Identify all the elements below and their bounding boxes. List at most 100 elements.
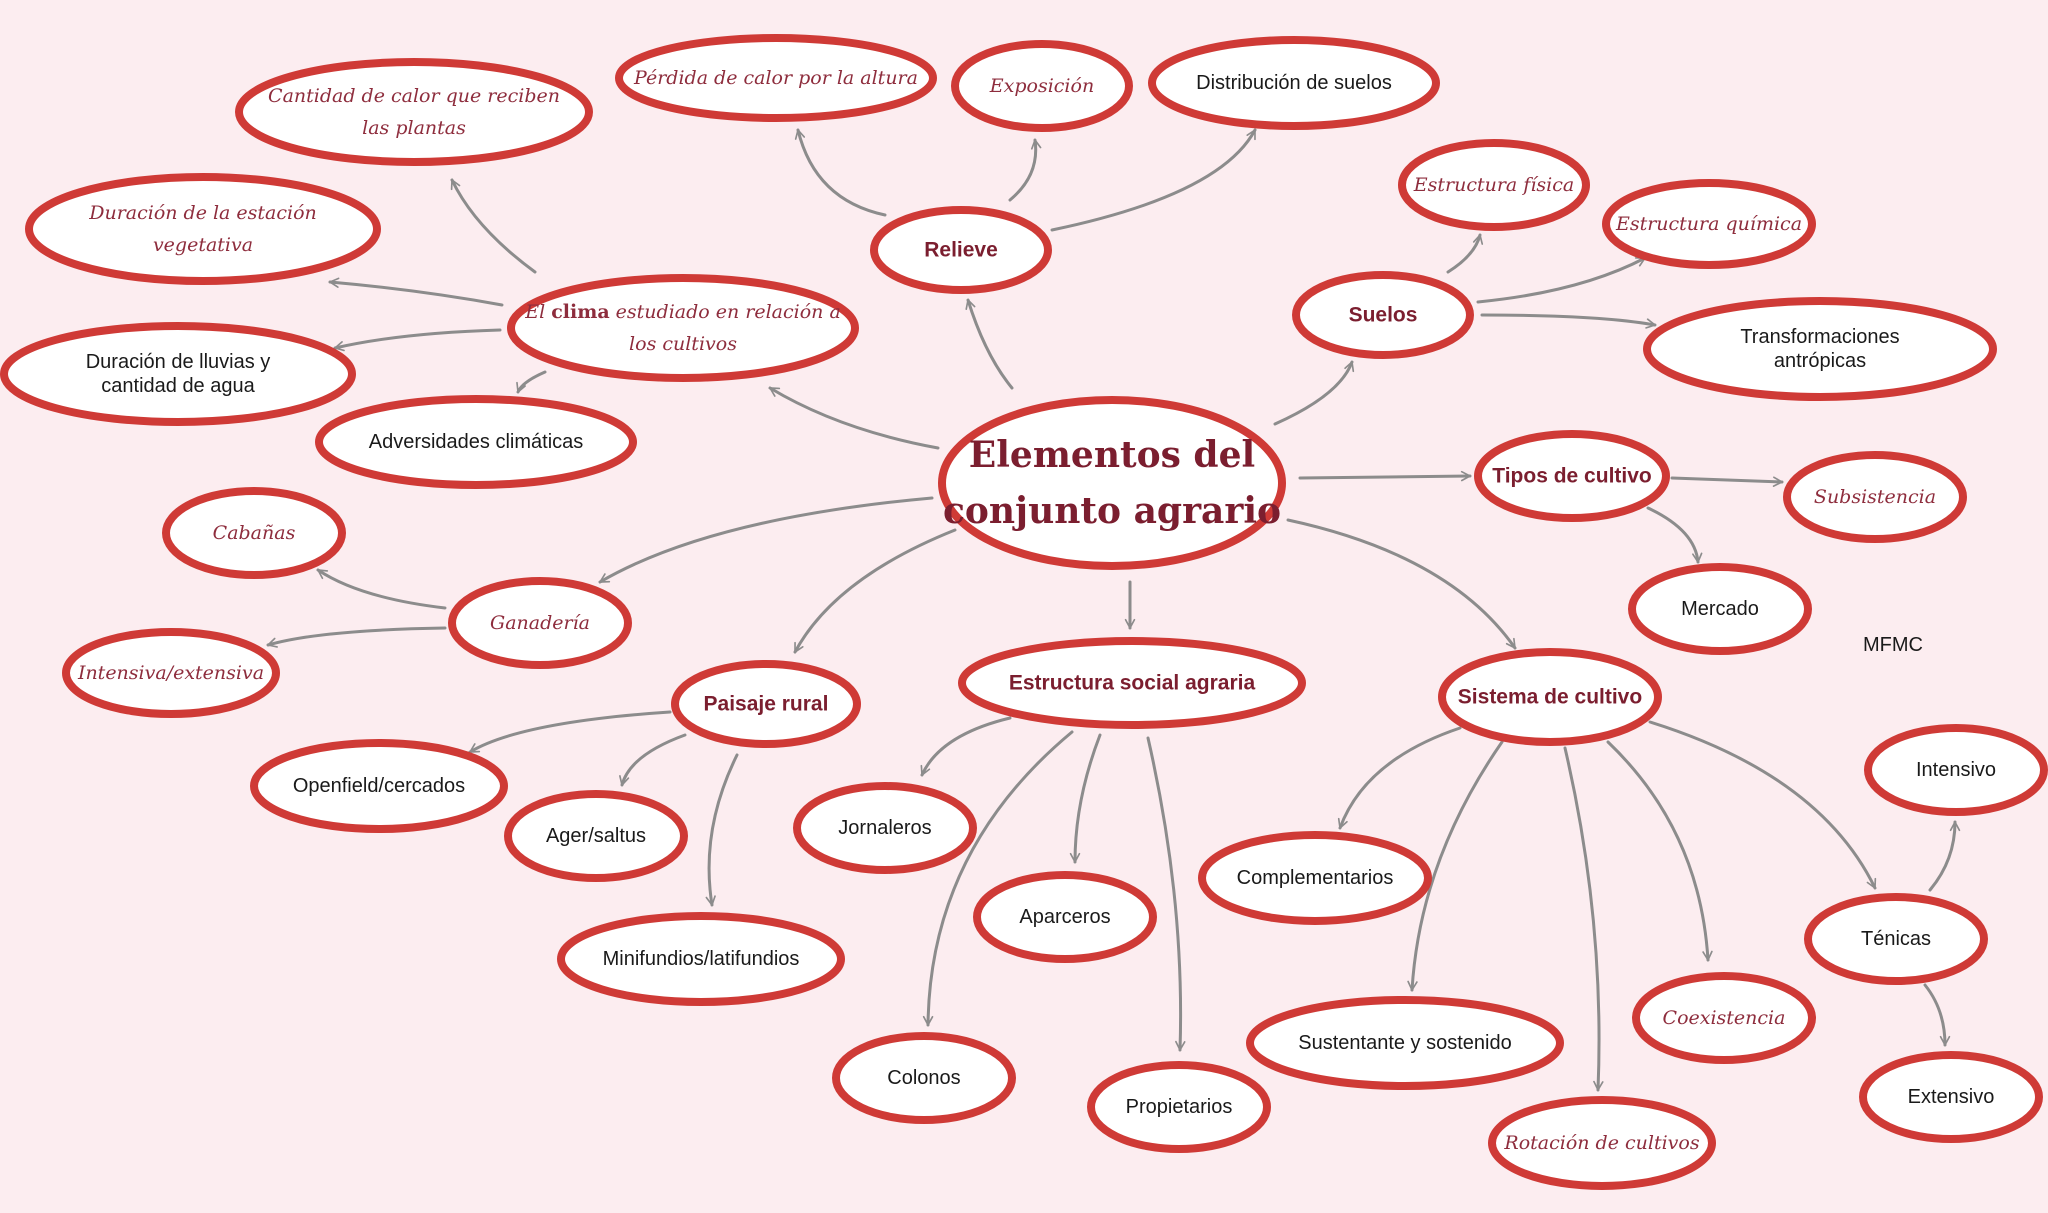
arrow-social-colonos — [922, 730, 1074, 1027]
node-ellipse — [1438, 648, 1662, 746]
node-ellipse — [1198, 831, 1432, 925]
arrow-relieve-exposicion — [1008, 138, 1042, 202]
node-ellipse — [615, 34, 937, 122]
node-duracion-estacion: Duración de la estación vegetativa — [25, 173, 381, 285]
node-ellipse — [1474, 430, 1670, 522]
node-ellipse — [671, 660, 861, 748]
arrow-tipos-subsistencia — [1670, 476, 1784, 487]
arrow-center-clima — [768, 386, 940, 450]
node-ellipse — [1859, 1051, 2043, 1143]
arrow-paisaje-ager — [619, 733, 687, 787]
connector-arrows — [266, 128, 1961, 1092]
node-ager: Ager/saltus — [504, 790, 688, 882]
node-label-line: Mercado — [1681, 598, 1759, 620]
node-ellipse — [1246, 996, 1564, 1090]
node-aparceros: Aparceros — [973, 871, 1157, 963]
node-tipos-cultivo: Tipos de cultivo — [1474, 430, 1670, 522]
node-ellipse — [1632, 972, 1816, 1064]
arrow-center-tipos — [1298, 470, 1472, 482]
node-openfield: Openfield/cercados — [250, 739, 508, 833]
node-suelos: Suelos — [1292, 271, 1474, 359]
arrow-center-sistema — [1286, 518, 1517, 650]
node-label-line: Sustentante y sostenido — [1298, 1032, 1511, 1054]
node-label-line: Paisaje rural — [704, 693, 829, 716]
node-paisaje: Paisaje rural — [671, 660, 861, 748]
node-ellipse — [938, 396, 1286, 570]
node-label-line: Estructura social agraria — [1009, 672, 1256, 695]
node-label-line: Openfield/cercados — [293, 775, 465, 797]
node-ellipse — [557, 912, 845, 1006]
node-label-line: los cultivos — [629, 333, 737, 355]
arrow-clima-duracion — [328, 277, 504, 307]
node-propietarios: Propietarios — [1087, 1061, 1271, 1153]
arrow-social-propietarios — [1146, 736, 1186, 1052]
node-label-line: Intensiva/extensiva — [77, 662, 264, 684]
node-label-line: Duración de la estación — [88, 202, 317, 224]
node-sustentante: Sustentante y sostenido — [1246, 996, 1564, 1090]
node-distribucion: Distribución de suelos — [1148, 36, 1440, 130]
arrow-relieve-distribucion — [1050, 128, 1257, 232]
node-label-line: Minifundios/latifundios — [603, 948, 800, 970]
arrow-suelos-quimica — [1476, 256, 1647, 304]
node-label-line: Rotación de cultivos — [1503, 1132, 1699, 1154]
node-label-line: Elementos del — [969, 434, 1255, 476]
arrow-clima-adversidades — [516, 370, 547, 394]
node-ellipse — [870, 206, 1052, 294]
node-exposicion: Exposición — [951, 40, 1133, 132]
node-ellipse — [507, 274, 859, 382]
node-ganaderia: Ganadería — [448, 577, 632, 669]
node-label-line: Sistema de cultivo — [1458, 686, 1642, 709]
arrow-clima-calor — [450, 178, 537, 274]
node-ellipse — [0, 322, 356, 426]
node-rotacion: Rotación de cultivos — [1488, 1096, 1716, 1190]
node-ellipse — [1602, 179, 1816, 269]
node-label-line: Cantidad de calor que reciben — [268, 85, 560, 107]
node-label-line: Coexistencia — [1663, 1007, 1786, 1029]
arrow-center-ganaderia — [598, 496, 934, 584]
node-ellipse — [793, 782, 977, 874]
node-label-line: Subsistencia — [1814, 486, 1936, 508]
node-ellipse — [162, 487, 346, 579]
node-label-segment: clima — [551, 301, 609, 323]
node-ellipse — [1628, 563, 1812, 655]
node-label-line: Complementarios — [1237, 867, 1394, 889]
node-ellipse — [1087, 1061, 1271, 1153]
node-label-line: Suelos — [1349, 304, 1418, 327]
author-signature: MFMC — [1863, 634, 1923, 656]
node-label-line: cantidad de agua — [101, 375, 255, 397]
arrow-sistema-tenicas — [1648, 720, 1877, 890]
node-label-line: vegetativa — [153, 234, 253, 256]
node-ellipse — [1398, 139, 1590, 231]
node-label-line: Transformaciones — [1740, 326, 1899, 348]
node-intensivo: Intensivo — [1864, 724, 2048, 816]
arrow-sistema-sustentante — [1407, 740, 1504, 992]
node-clima: El clima estudiado en relación a los cult… — [507, 274, 859, 382]
node-estructura-fisica: Estructura física — [1398, 139, 1590, 231]
node-estructura-quimica: Estructura química — [1602, 179, 1816, 269]
node-ellipse — [951, 40, 1133, 132]
arrow-paisaje-minifundios — [705, 753, 739, 907]
node-ellipse — [1804, 893, 1988, 985]
node-minifundios: Minifundios/latifundios — [557, 912, 845, 1006]
arrow-center-relieve — [965, 298, 1014, 390]
arrow-center-paisaje — [793, 528, 957, 654]
node-label-segment: estudiado en relación a — [610, 301, 841, 323]
arrow-suelos-fisica — [1446, 233, 1484, 274]
arrow-tenicas-intensivo — [1928, 820, 1961, 892]
arrow-sistema-rotacion — [1563, 746, 1604, 1092]
node-ellipse — [1864, 724, 2048, 816]
node-ellipse — [62, 628, 280, 718]
node-label-line: Aparceros — [1019, 906, 1110, 928]
node-label-line: antrópicas — [1774, 350, 1866, 372]
node-jornaleros: Jornaleros — [793, 782, 977, 874]
node-label-line: Distribución de suelos — [1196, 72, 1392, 94]
node-label-segment: El — [524, 301, 551, 323]
node-extensivo: Extensivo — [1859, 1051, 2043, 1143]
node-label-line: Ténicas — [1861, 928, 1931, 950]
node-label-line: El clima estudiado en relación a — [524, 301, 841, 323]
node-label-line: Colonos — [887, 1067, 960, 1089]
